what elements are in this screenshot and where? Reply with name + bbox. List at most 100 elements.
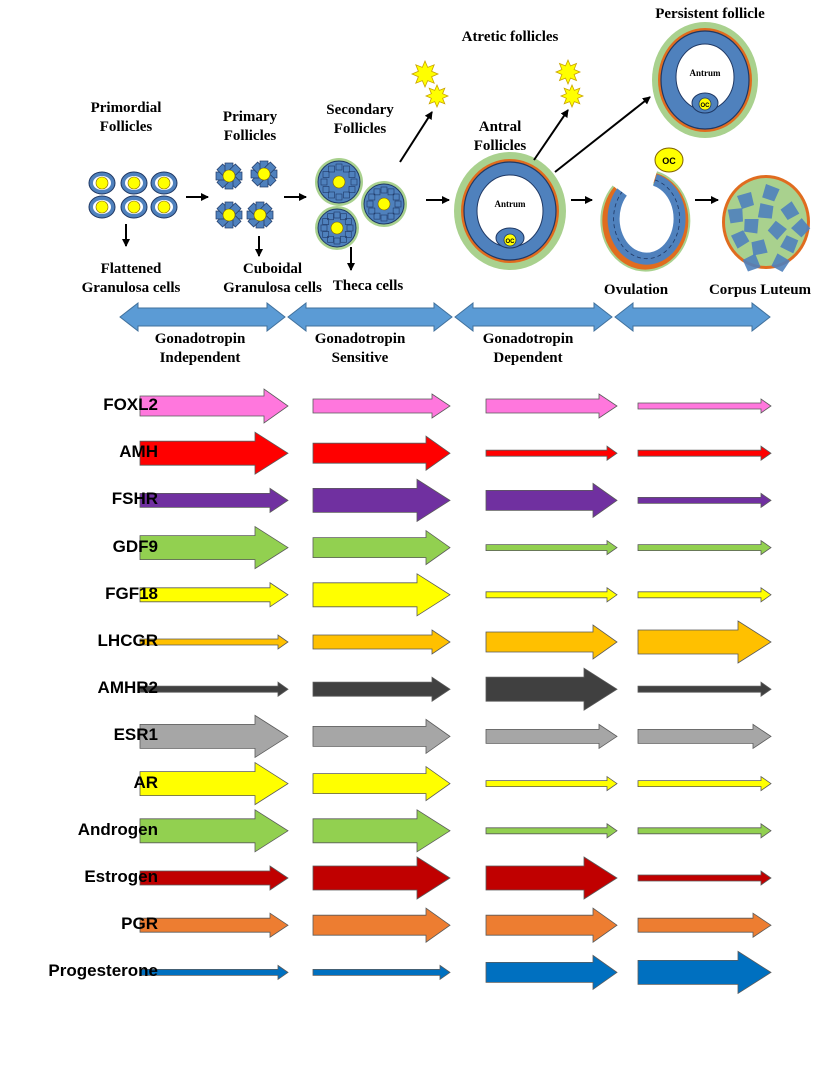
expression-arrow-gdf9-4	[637, 539, 772, 556]
atretic-follicle	[424, 83, 450, 109]
expression-arrow-progesterone-4	[637, 950, 772, 995]
antral-follicle-illustration: Antrum OC	[454, 152, 566, 270]
secondary-follicle	[315, 206, 359, 250]
expression-arrow-ar-4	[637, 775, 772, 792]
expression-arrow-gdf9-1	[139, 525, 289, 570]
expression-arrow-pgr-1	[139, 912, 289, 938]
antral-follicles-label: Antral Follicles	[473, 119, 527, 154]
expression-arrow-foxl2-3	[485, 393, 618, 419]
expression-arrow-estrogen-2	[312, 856, 451, 900]
expression-arrow-amhr2-4	[637, 681, 772, 697]
expression-arrow-progesterone-2	[312, 964, 451, 981]
factor-label-esr1: ESR1	[113, 725, 158, 745]
primary-follicles-label: Primary Follicles	[222, 109, 278, 144]
expression-arrow-progesterone-1	[139, 964, 289, 981]
factor-label-lhcgr: LHCGR	[97, 631, 158, 650]
atretic-follicle	[410, 59, 440, 89]
expression-arrow-foxl2-2	[312, 393, 451, 419]
flattened-granulosa-label: Flattened Granulosa cells	[81, 261, 181, 296]
primary-follicles-illustration	[215, 160, 278, 229]
secondary-follicle	[361, 181, 407, 227]
primary-follicle	[246, 201, 274, 229]
factor-label-fshr: FSHR	[111, 489, 158, 509]
primary-follicle	[215, 162, 243, 190]
expression-arrow-amh-2	[312, 435, 451, 471]
primary-follicle	[215, 201, 243, 229]
antrum-label: Antrum	[495, 199, 527, 209]
expression-arrow-esr1-1	[139, 714, 289, 759]
ovulation-illustration: OC	[600, 147, 691, 272]
factor-arrows	[139, 388, 772, 995]
progression-arrows	[122, 96, 719, 271]
ovulated-oocyte-label: OC	[662, 156, 676, 166]
expression-arrow-amhr2-1	[139, 681, 289, 697]
factor-label-gdf9: GDF9	[112, 536, 158, 556]
secondary-follicle	[315, 158, 363, 206]
secondary-follicles-label: Secondary Follicles	[326, 102, 394, 137]
primordial-follicle	[88, 195, 116, 219]
factor-label-fgf18: FGF18	[105, 583, 158, 603]
oocyte-label: OC	[506, 239, 516, 245]
expression-arrow-esr1-3	[485, 723, 618, 750]
persistent-oocyte-label: OC	[701, 103, 711, 109]
factor-label-progesterone: Progesterone	[48, 961, 158, 981]
expression-arrow-estrogen-3	[485, 856, 618, 900]
phase-double-arrow	[454, 301, 613, 333]
atretic-follicle	[559, 83, 585, 109]
factor-label-pgr: PGR	[121, 914, 158, 934]
expression-arrow-amhr2-3	[485, 667, 618, 711]
expression-arrow-lhcgr-1	[139, 634, 289, 650]
factor-label-ar: AR	[133, 772, 158, 792]
expression-arrow-androgen-4	[637, 823, 772, 839]
expression-arrow-androgen-1	[139, 809, 289, 853]
persistent-follicle-label: Persistent follicle	[655, 6, 765, 22]
primordial-follicles-illustration	[88, 171, 178, 219]
primary-follicle	[250, 160, 278, 188]
persistent-antrum-label: Antrum	[690, 68, 722, 78]
corpus-luteum-illustration	[722, 175, 811, 272]
expression-arrow-pgr-4	[637, 912, 772, 938]
expression-arrow-androgen-2	[312, 809, 451, 853]
expression-arrow-lhcgr-4	[637, 620, 772, 664]
expression-arrow-fshr-2	[312, 478, 451, 523]
phase-dependent-label: Gonadotropin Dependent	[482, 331, 574, 366]
phase-sensitive-label: Gonadotropin Sensitive	[314, 331, 406, 366]
expression-arrow-fgf18-3	[485, 587, 618, 603]
expression-arrow-foxl2-4	[637, 398, 772, 414]
factor-label-estrogen: Estrogen	[84, 867, 158, 886]
expression-arrow-amhr2-2	[312, 676, 451, 702]
phase-independent-label: Gonadotropin Independent	[154, 331, 246, 366]
factor-label-androgen: Androgen	[77, 819, 158, 839]
primordial-follicle	[88, 171, 116, 195]
expression-arrow-fgf18-1	[139, 582, 289, 608]
expression-arrow-amh-1	[139, 431, 289, 475]
atretic-follicle	[554, 58, 582, 86]
atretic-follicles-label: Atretic follicles	[461, 29, 559, 45]
expression-arrow-estrogen-4	[637, 870, 772, 886]
expression-arrow-esr1-2	[312, 718, 451, 755]
expression-arrow-amh-4	[637, 445, 772, 461]
factor-label-foxl2: FOXL2	[103, 395, 158, 414]
expression-arrow-fgf18-2	[312, 573, 451, 617]
primordial-follicle	[120, 195, 148, 219]
expression-arrow-lhcgr-2	[312, 629, 451, 655]
primordial-follicle	[150, 171, 178, 195]
expression-arrow-fgf18-4	[637, 587, 772, 603]
theca-cells-label: Theca cells	[332, 278, 404, 294]
factor-label-amhr2: AMHR2	[97, 678, 158, 698]
expression-arrow-foxl2-1	[139, 388, 289, 424]
expression-arrow-fshr-3	[485, 482, 618, 519]
factor-label-amh: AMH	[119, 442, 158, 462]
expression-arrow-ar-1	[139, 761, 289, 806]
atretic-follicles-illustration	[410, 58, 585, 109]
persistent-follicle-illustration: Antrum OC	[652, 22, 758, 138]
expression-arrow-gdf9-2	[312, 529, 451, 566]
cuboidal-granulosa-label: Cuboidal Granulosa cells	[223, 261, 322, 296]
expression-arrow-ar-3	[485, 775, 618, 792]
expression-arrow-gdf9-3	[485, 539, 618, 556]
expression-arrow-amh-3	[485, 445, 618, 461]
secondary-follicles-illustration	[315, 158, 407, 250]
expression-arrow-fshr-4	[637, 492, 772, 509]
phase-double-arrow	[119, 301, 286, 333]
